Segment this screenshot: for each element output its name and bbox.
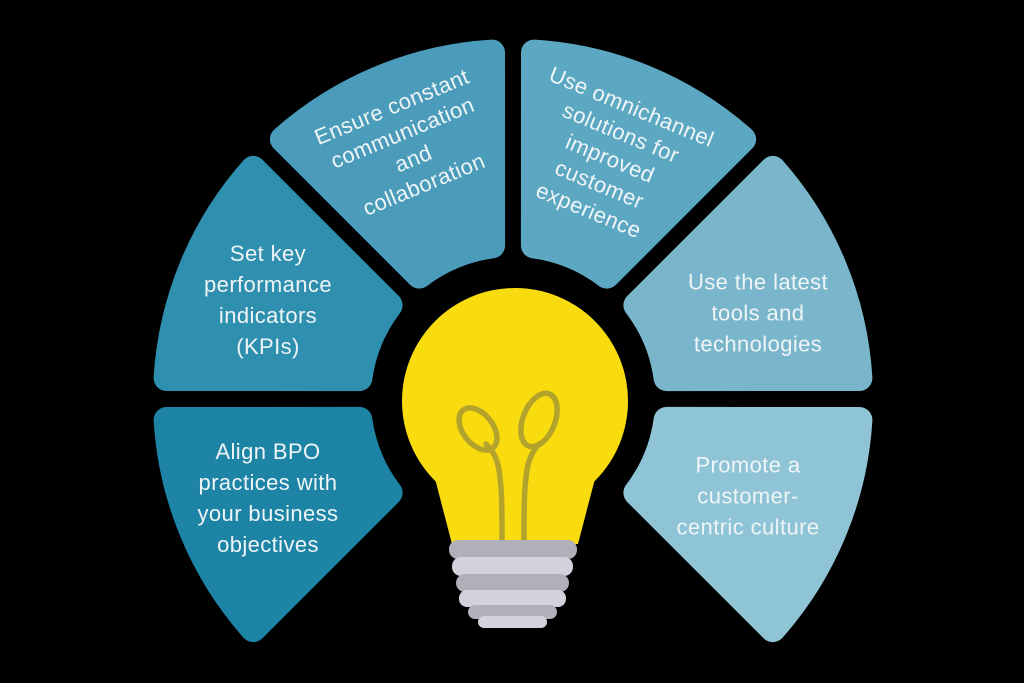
- segment-label-line: (KPIs): [236, 334, 300, 359]
- base-band-3: [456, 574, 569, 592]
- segment-label-line: Align BPO: [215, 439, 321, 464]
- bulb-filament: [456, 390, 560, 546]
- segment-label-line: Promote a: [695, 452, 801, 478]
- segment-label-line: technologies: [693, 331, 823, 357]
- filament-left-loop: [456, 405, 500, 453]
- segment-label-line: centric culture: [676, 514, 820, 540]
- segment-shape-6: [623, 406, 873, 643]
- bulb-screw-base: [449, 540, 577, 628]
- segment-label-6: Promote a customer-centric culture: [677, 450, 820, 543]
- segment-shape-4: [520, 39, 757, 289]
- segment-label-line: objectives: [217, 532, 319, 557]
- segment-label-5: Use the latest tools and technologies: [688, 267, 828, 360]
- segment-label-line: customer-: [697, 483, 799, 509]
- segment-label-1: Align BPO practices with your business obje…: [198, 436, 339, 560]
- fan-segments-layer: [153, 39, 873, 643]
- segment-shape-2: [153, 155, 403, 392]
- base-band-2: [452, 557, 573, 576]
- base-band-5: [468, 605, 557, 619]
- segment-label-line: performance: [204, 272, 332, 297]
- base-band-1: [449, 540, 577, 559]
- segment-label-line: Use the latest: [687, 269, 829, 295]
- base-band-6: [478, 616, 547, 628]
- filament-right-wire: [521, 441, 542, 546]
- segment-label-line: practices with: [198, 470, 338, 495]
- base-band-4: [459, 590, 566, 607]
- lightbulb-icon: [402, 288, 628, 628]
- segment-shape-5: [623, 155, 873, 392]
- bulb-glass: [402, 288, 628, 514]
- segment-label-line: indicators: [218, 303, 318, 328]
- segment-label-line: your business: [197, 501, 339, 526]
- segment-shape-1: [153, 406, 403, 643]
- bulb-neck: [433, 471, 597, 544]
- filament-right-loop: [518, 390, 560, 450]
- segment-label-2: Set key performance indicators (KPIs): [204, 238, 332, 362]
- segment-label-line: tools and: [711, 300, 805, 326]
- segment-shape-3: [269, 39, 506, 289]
- segment-label-line: Set key: [229, 241, 307, 266]
